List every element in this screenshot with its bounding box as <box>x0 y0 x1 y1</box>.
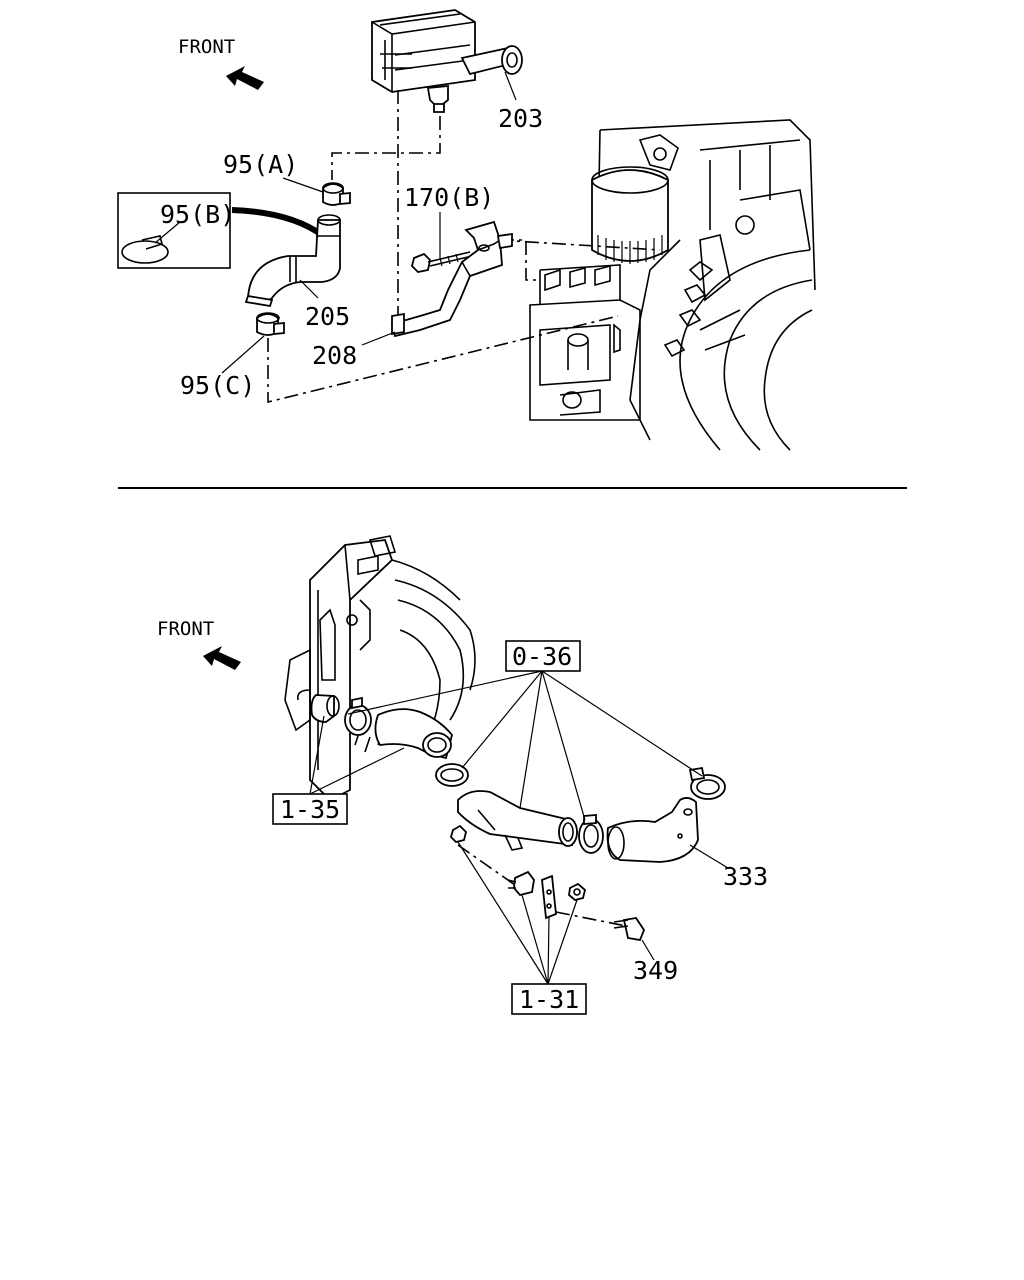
upper-dashed-leader-e <box>497 239 661 251</box>
callout-95c: 95(C) <box>180 371 255 400</box>
fastener-cluster <box>449 824 646 942</box>
callout-95b: 95(B) <box>160 200 235 229</box>
part-205-hose <box>244 214 341 308</box>
engine-block-drawing <box>529 119 816 451</box>
callout-box-0-36: 0-36 <box>505 640 581 672</box>
hose-clamp-4 <box>688 766 726 800</box>
lower-diagram: FRONT <box>157 535 768 1015</box>
callout-95a: 95(A) <box>223 150 298 179</box>
upper-diagram: FRONT <box>117 9 816 451</box>
hose-clamp-2 <box>435 763 469 787</box>
lower-dashed-leader-a <box>457 844 516 886</box>
part-95c-clamp <box>256 312 285 336</box>
upper-dashed-leader-d <box>500 239 540 281</box>
hose-elbow-upper <box>374 708 453 760</box>
radiator-housing-drawing <box>284 535 476 802</box>
lower-dashed-leader-b <box>555 911 627 927</box>
upper-dashed-leader-c <box>267 315 619 404</box>
leaders-1-31 <box>457 841 578 985</box>
callout-036-text: 0-36 <box>512 642 572 671</box>
leaders-0-36 <box>347 670 703 821</box>
callout-208: 208 <box>312 341 357 370</box>
upper-dashed-leader-a <box>331 116 441 180</box>
part-170b-bolt <box>411 251 473 273</box>
callout-349: 349 <box>633 956 678 985</box>
part-95b-detail-box <box>117 192 324 269</box>
callout-131-text: 1-31 <box>519 985 579 1014</box>
callout-203: 203 <box>498 104 543 133</box>
callout-box-1-35: 1-35 <box>272 793 348 825</box>
intercooler-pipe <box>457 790 578 851</box>
part-203-separator <box>371 9 523 113</box>
hose-clamp-3 <box>578 814 604 854</box>
callout-box-1-31: 1-31 <box>511 983 587 1015</box>
callout-333: 333 <box>723 862 768 891</box>
callout-170b: 170(B) <box>404 183 494 212</box>
callout-135-text: 1-35 <box>280 795 340 824</box>
lower-front-label: FRONT <box>157 618 214 640</box>
lower-front-arrow-icon <box>203 646 241 670</box>
indicator-arrow-95b <box>231 207 324 238</box>
callout-205: 205 <box>305 302 350 331</box>
leaders-1-35 <box>309 715 405 795</box>
hose-clamp-1 <box>344 696 372 736</box>
part-208-bracket <box>390 220 513 338</box>
part-95a-clamp <box>322 182 351 206</box>
upper-front-label: FRONT <box>178 36 235 58</box>
upper-front-arrow-icon <box>226 66 264 90</box>
part-333-hose <box>606 797 699 863</box>
